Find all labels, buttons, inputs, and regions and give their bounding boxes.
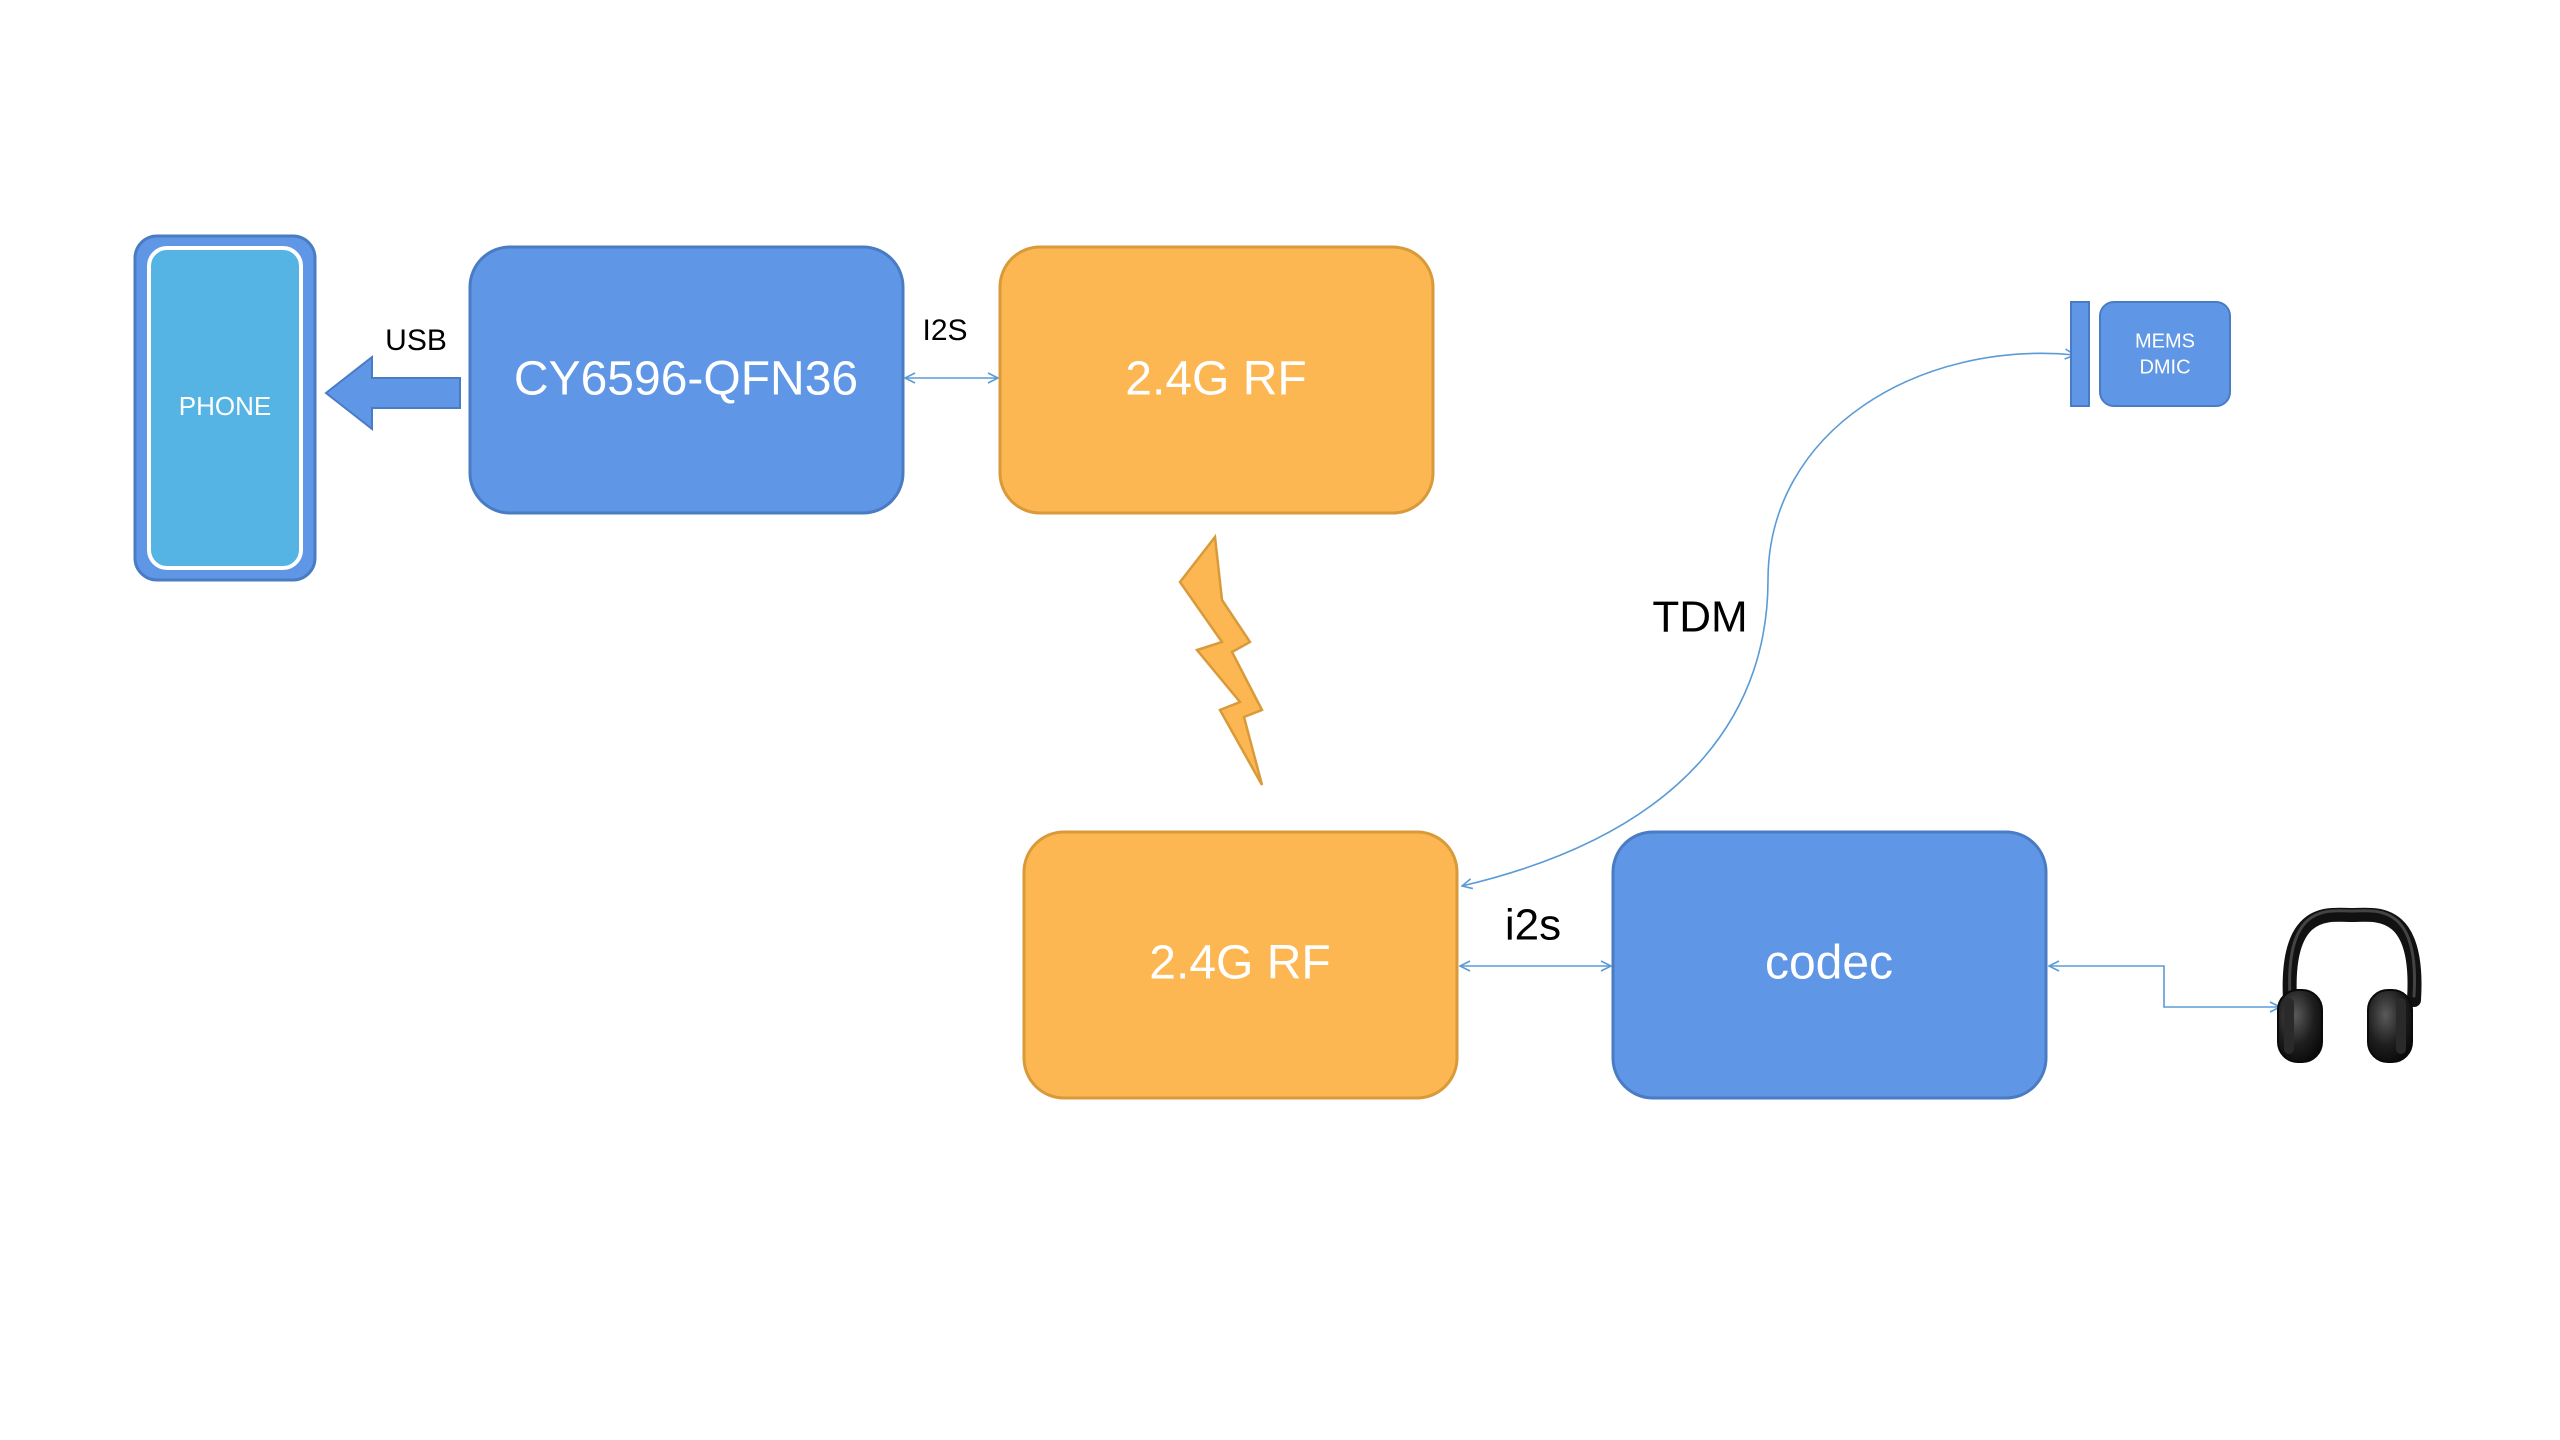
usb-label: USB [385,324,447,357]
rf-top-label: 2.4G RF [1125,353,1306,406]
rf-bottom-label: 2.4G RF [1149,937,1330,990]
lightning-bolt-icon [1178,533,1264,786]
mems-dmic-label-line1: MEMS [2135,330,2195,352]
i2s-upper-label: I2S [922,314,967,347]
phone-label: PHONE [179,391,271,421]
rf-bottom-block: 2.4G RF [1022,830,1459,1100]
bridge-chip-label: CY6596-QFN36 [514,353,858,406]
codec-block: codec [1611,830,2048,1100]
codec-label: codec [1765,937,1893,990]
mems-dmic-block: MEMS DMIC [2070,301,2231,407]
tdm-connector [1462,353,2075,886]
tdm-label: TDM [1652,593,1747,642]
headphone-connector [2049,966,2280,1007]
rf-top-block: 2.4G RF [998,245,1435,515]
usb-arrow [324,354,461,432]
mems-dmic-label-line2: DMIC [2139,356,2190,378]
i2s-lower-label: i2s [1505,901,1561,950]
phone-block: PHONE [133,234,317,582]
bridge-chip-block: CY6596-QFN36 [468,245,905,515]
headphones-icon [2277,907,2422,1063]
